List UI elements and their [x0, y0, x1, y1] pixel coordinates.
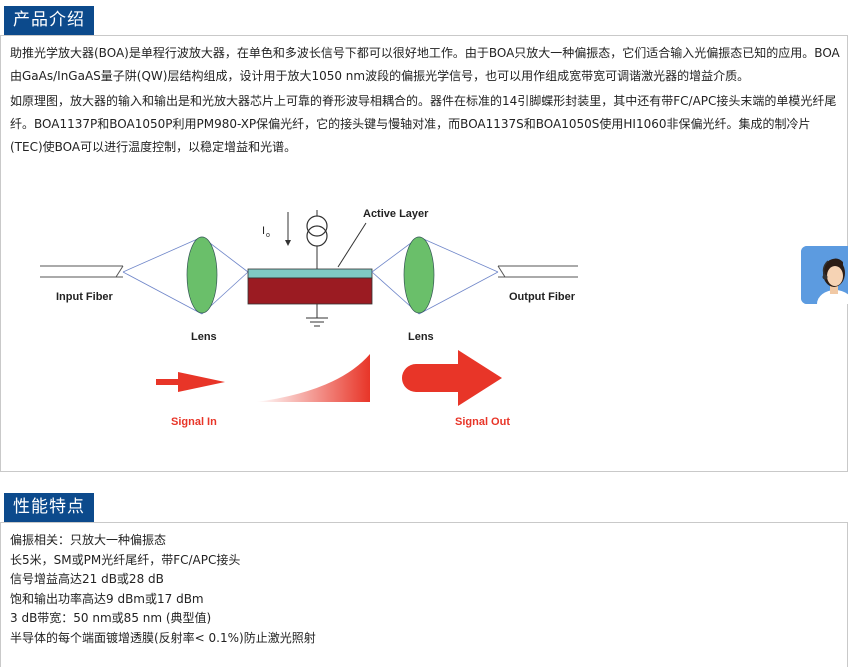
customer-service-avatar-icon[interactable] [801, 246, 848, 304]
spec-item: 偏振相关：只放大一种偏振态 [10, 533, 167, 547]
intro-paragraph-2: 如原理图，放大器的输入和输出是和光放大器芯片上可靠的脊形波导相耦合的。器件在标准… [10, 94, 837, 154]
current-subscript: o [266, 232, 270, 239]
output-fiber [497, 265, 578, 278]
intro-section-title: 产品介绍 [4, 6, 94, 35]
left-lens-label: Lens [191, 331, 217, 343]
current-source [285, 210, 328, 270]
signal-in-arrow [156, 372, 225, 392]
intro-section-header: 产品介绍 [0, 6, 848, 36]
intro-paragraph-1: 助推光学放大器(BOA)是单程行波放大器，在单色和多波长信号下都可以很好地工作。… [10, 46, 840, 83]
signal-out-arrow [402, 350, 502, 406]
active-layer [247, 268, 373, 279]
current-label: I [262, 225, 265, 237]
signal-out-label: Signal Out [455, 416, 510, 428]
right-lens [403, 236, 435, 314]
spec-item: 长5米，SM或PM光纤尾纤，带FC/APC接头 [10, 552, 241, 567]
specs-section-header: 性能特点 [0, 493, 848, 523]
specs-section-title: 性能特点 [4, 493, 94, 522]
specs-list: 偏振相关：只放大一种偏振态 长5米，SM或PM光纤尾纤，带FC/APC接头 信号… [10, 531, 316, 648]
spec-item: 饱和输出功率高达9 dBm或17 dBm [10, 591, 204, 606]
active-layer-label: Active Layer [363, 208, 429, 220]
amplifier-chip [247, 277, 373, 305]
input-fiber [40, 265, 124, 278]
spec-item: 半导体的每个端面镀增透膜(反射率< 0.1%)防止激光照射 [10, 630, 316, 645]
spec-item: 信号增益高达21 dB或28 dB [10, 572, 164, 586]
output-fiber-label: Output Fiber [509, 291, 576, 303]
gain-wedge [256, 354, 370, 402]
input-beam [122, 236, 249, 315]
input-fiber-label: Input Fiber [56, 291, 114, 303]
spec-item: 3 dB带宽：50 nm或85 nm (典型值) [10, 611, 212, 625]
intro-panel: 助推光学放大器(BOA)是单程行波放大器，在单色和多波长信号下都可以很好地工作。… [0, 36, 848, 472]
right-lens-label: Lens [408, 331, 434, 343]
output-beam [371, 236, 499, 315]
left-lens [186, 236, 218, 314]
active-layer-pointer [337, 222, 367, 268]
signal-in-label: Signal In [171, 416, 217, 428]
boa-schematic-diagram: Input Fiber Lens I o Active Layer [40, 208, 578, 428]
ground-symbol [306, 304, 328, 327]
customer-service-figure [801, 246, 848, 304]
